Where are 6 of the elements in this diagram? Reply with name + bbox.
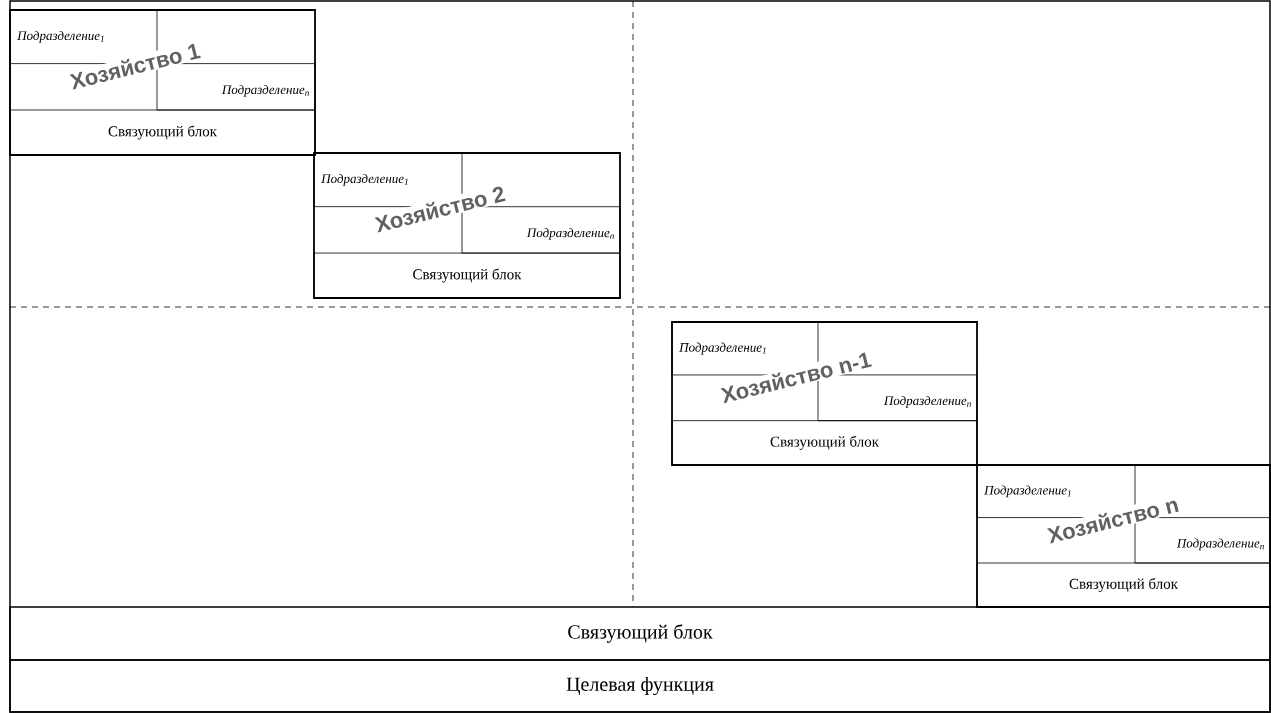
band-box: Связующий блок <box>9 606 1271 661</box>
link-block-cell: Связующий блок <box>9 109 316 156</box>
link-block-cell: Связующий блок <box>976 562 1271 608</box>
link-block-cell: Связующий блок <box>313 252 621 299</box>
link-block-cell: Связующий блок <box>671 420 978 466</box>
band-box: Целевая функция <box>9 659 1271 713</box>
